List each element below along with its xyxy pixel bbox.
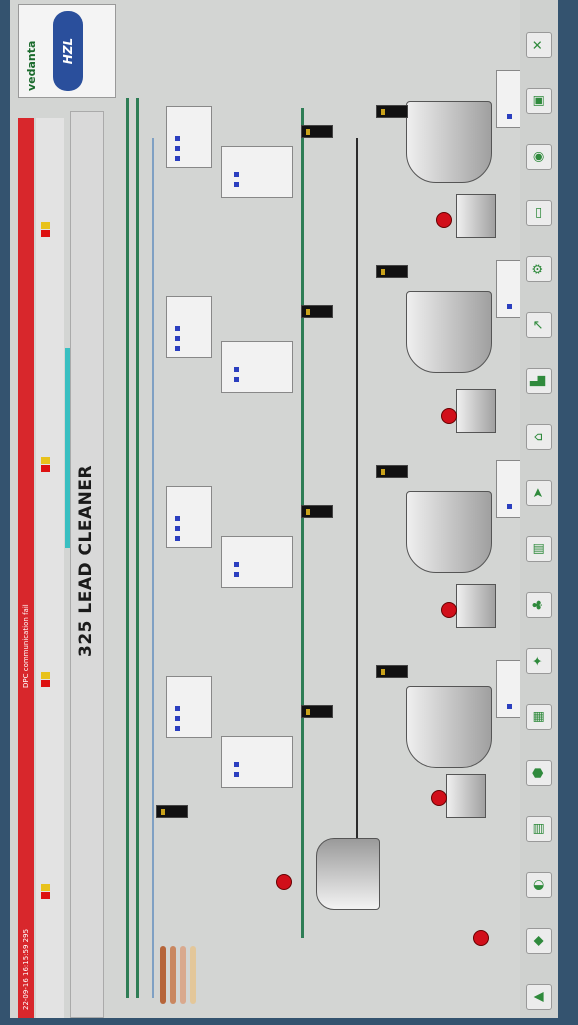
trend-icon[interactable]: ↗ — [526, 312, 552, 338]
alarm-icon[interactable]: ◉ — [526, 144, 552, 170]
report-icon[interactable]: ▣ — [526, 88, 552, 114]
logo-company-name: vedanta — [25, 40, 38, 91]
pump-motor[interactable] — [473, 930, 489, 946]
control-faceplate[interactable] — [166, 296, 212, 358]
alarm-indicator[interactable] — [40, 457, 62, 473]
concentrate-line — [356, 138, 358, 898]
pump-motor[interactable] — [441, 408, 457, 424]
chart-icon[interactable]: ▙ — [526, 368, 552, 394]
navigation-bar: ▲ ◆ ◐ ▤ ⬢ ▦ ✦ ♣ ▥ ➤ ⌂ ▙ ↗ ⚙ ▭ ◉ ▣ ✕ — [520, 0, 558, 1018]
instrument-transmitter[interactable] — [156, 805, 188, 818]
exit-icon[interactable]: ✕ — [526, 32, 552, 58]
flotation-cell-4[interactable] — [406, 101, 492, 183]
control-faceplate[interactable] — [166, 676, 212, 738]
air-header-pipe — [152, 138, 154, 998]
control-faceplate[interactable] — [221, 536, 293, 588]
feed-line — [170, 946, 176, 1004]
company-logo: vedanta HZL — [18, 4, 116, 98]
main-header-pipe — [136, 98, 139, 998]
main-header-pipe — [126, 98, 129, 998]
control-faceplate[interactable] — [221, 146, 293, 198]
title-panel: 325 LEAD CLEANER — [70, 111, 104, 1018]
status-strip — [36, 118, 87, 1018]
process-schematic — [106, 0, 558, 1018]
valve-icon[interactable]: ◐ — [526, 872, 552, 898]
page-icon[interactable]: ▤ — [526, 816, 552, 842]
alarm-indicator[interactable] — [40, 884, 62, 900]
alarm-indicator[interactable] — [40, 222, 62, 238]
home-icon[interactable]: ⌂ — [526, 424, 552, 450]
flotation-cell-2[interactable] — [406, 491, 492, 573]
feed-line — [180, 946, 186, 1004]
pump-box[interactable] — [456, 389, 496, 433]
doc-icon[interactable]: ▥ — [526, 536, 552, 562]
alarm-message: DPC communication fail — [22, 604, 30, 688]
folder-icon[interactable]: ▭ — [526, 200, 552, 226]
flotation-cell-1[interactable] — [406, 686, 492, 768]
settings-icon[interactable]: ⚙ — [526, 256, 552, 282]
tree-icon[interactable]: ▲ — [526, 984, 552, 1010]
page-title: 325 LEAD CLEANER — [76, 464, 96, 657]
pump-motor[interactable] — [436, 212, 452, 228]
feed-line — [190, 946, 196, 1004]
instrument-transmitter[interactable] — [301, 305, 333, 318]
instrument-transmitter[interactable] — [376, 665, 408, 678]
conditioner-motor[interactable] — [276, 874, 292, 890]
datetime-text: 22-09-16 16:15:59 295 — [22, 928, 30, 1010]
pump-box[interactable] — [456, 194, 496, 238]
grid-icon[interactable]: ▦ — [526, 704, 552, 730]
logo-badge: HZL — [53, 11, 83, 91]
instrument-transmitter[interactable] — [376, 265, 408, 278]
feed-line — [160, 946, 166, 1004]
conditioner-tank[interactable] — [316, 838, 380, 910]
flotation-cell-3[interactable] — [406, 291, 492, 373]
instrument-transmitter[interactable] — [301, 505, 333, 518]
control-faceplate[interactable] — [221, 341, 293, 393]
pump-motor[interactable] — [441, 602, 457, 618]
alarm-banner[interactable]: 22-09-16 16:15:59 295 DPC communication … — [18, 118, 34, 1018]
tank-icon[interactable]: ⬢ — [526, 760, 552, 786]
instrument-transmitter[interactable] — [301, 125, 333, 138]
instrument-transmitter[interactable] — [301, 705, 333, 718]
alarm-indicator[interactable] — [40, 672, 62, 688]
control-faceplate[interactable] — [221, 736, 293, 788]
pump-icon[interactable]: ◆ — [526, 928, 552, 954]
pump-box[interactable] — [456, 584, 496, 628]
pump-box[interactable] — [446, 774, 486, 818]
control-faceplate[interactable] — [166, 106, 212, 168]
control-faceplate[interactable] — [166, 486, 212, 548]
leaf-icon[interactable]: ♣ — [526, 592, 552, 618]
process-line — [301, 108, 304, 938]
scada-screen: 22-09-16 16:15:59 295 DPC communication … — [10, 0, 558, 1018]
arrow-icon[interactable]: ➤ — [526, 480, 552, 506]
gear-icon[interactable]: ✦ — [526, 648, 552, 674]
instrument-transmitter[interactable] — [376, 465, 408, 478]
rotated-display: 22-09-16 16:15:59 295 DPC communication … — [10, 0, 558, 1018]
pump-motor[interactable] — [431, 790, 447, 806]
instrument-transmitter[interactable] — [376, 105, 408, 118]
